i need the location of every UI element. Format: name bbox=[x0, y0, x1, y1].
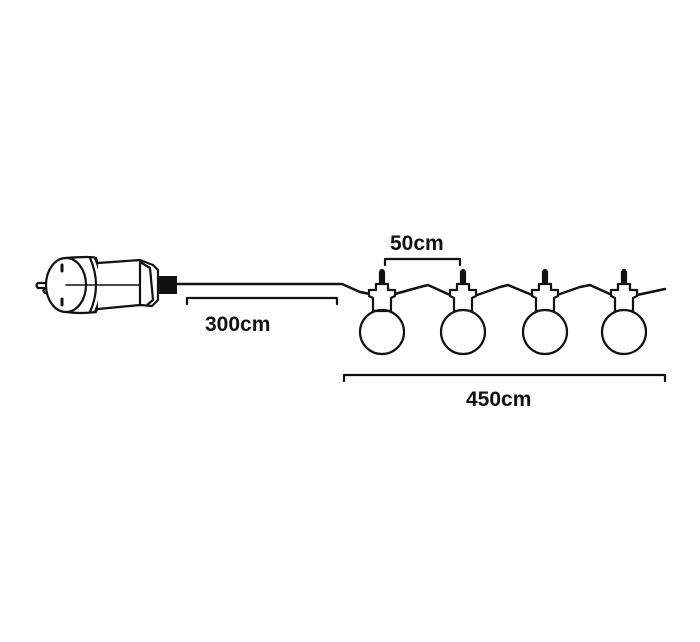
string-wire bbox=[358, 283, 667, 297]
lit-length-bracket bbox=[342, 373, 667, 383]
bulb-icon bbox=[521, 268, 569, 356]
bulb-icon bbox=[439, 268, 487, 356]
lit-length-label: 450cm bbox=[466, 388, 532, 411]
bulb-icon bbox=[600, 268, 648, 356]
bulb-spacing-label: 50cm bbox=[390, 232, 444, 255]
plug-icon bbox=[35, 255, 177, 315]
lead-cable bbox=[174, 282, 362, 294]
spacing-bracket bbox=[383, 257, 462, 267]
bulb-icon bbox=[358, 268, 406, 356]
lead-length-label: 300cm bbox=[205, 313, 271, 336]
lead-length-bracket bbox=[185, 296, 339, 306]
